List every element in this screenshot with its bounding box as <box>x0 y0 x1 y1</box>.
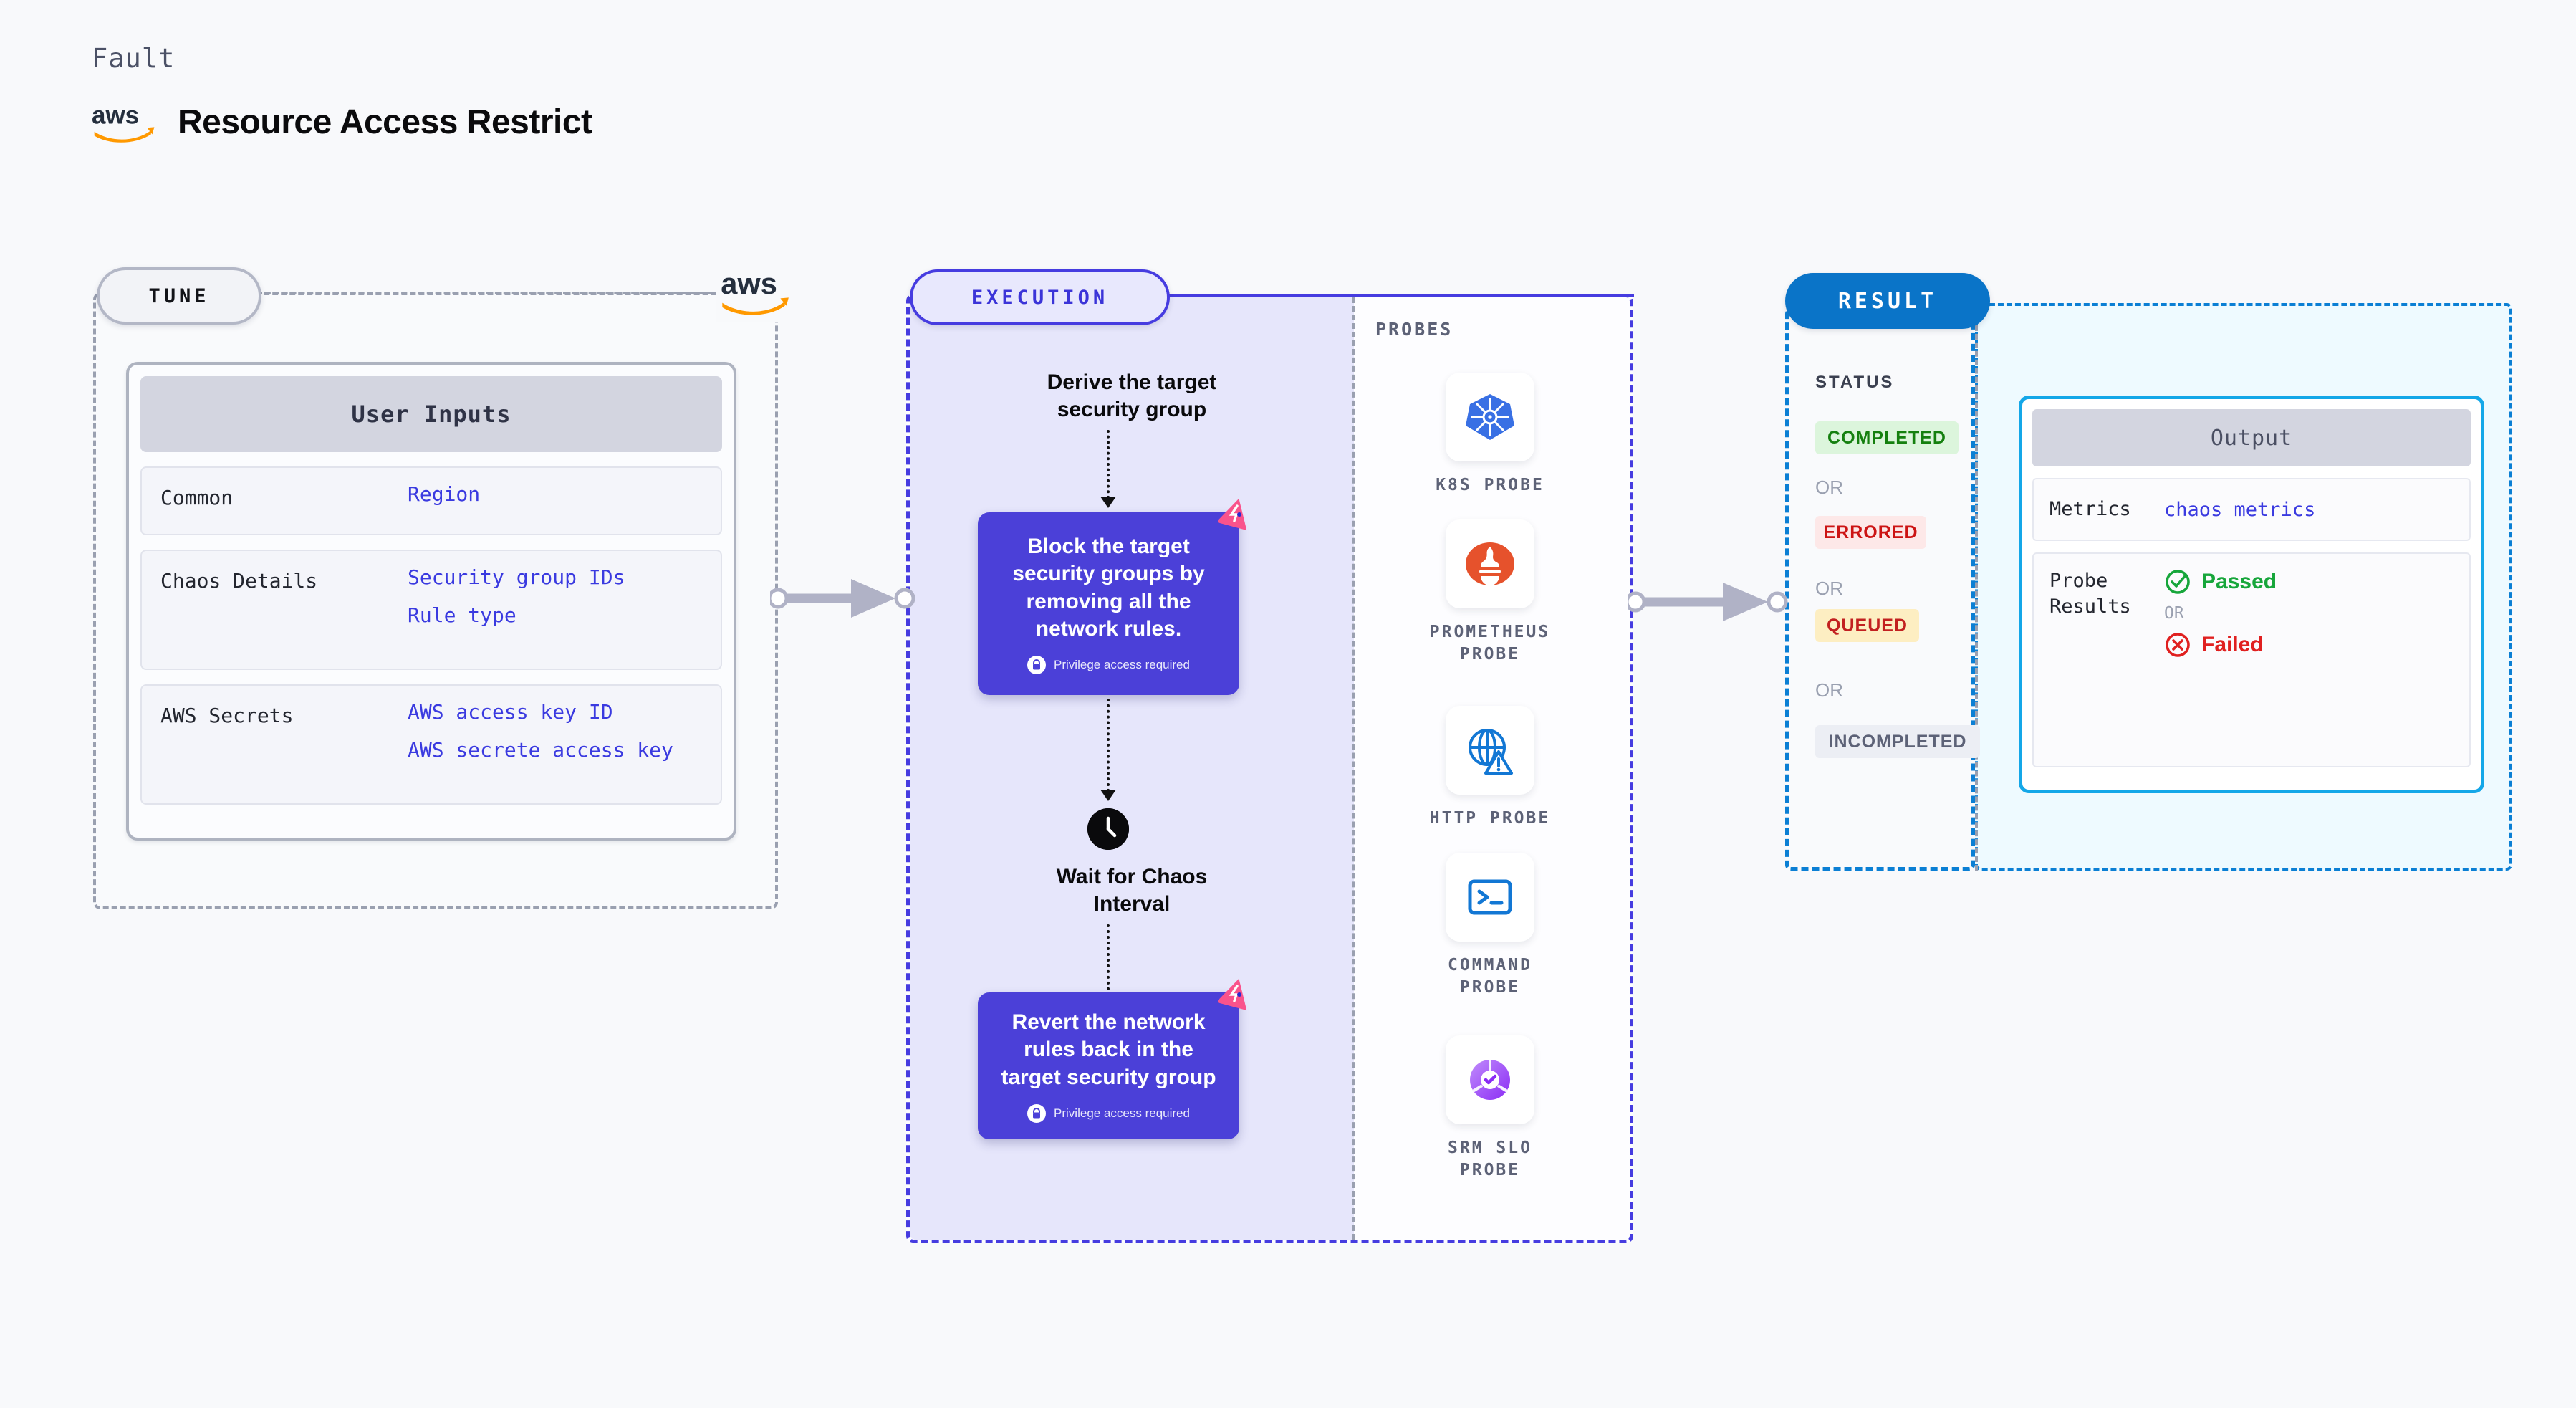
connector-tune-to-execution <box>767 573 917 627</box>
wait-for-chaos-label: Wait for Chaos Interval <box>1056 865 1208 916</box>
result-badge[interactable]: RESULT <box>1785 273 1990 329</box>
output-row-metrics: Metrics chaos metrics <box>2032 478 2471 541</box>
output-row-probe-results: Probe Results Passed OR Failed <box>2032 552 2471 767</box>
step-card-revert[interactable]: Revert the network rules back in the tar… <box>978 978 1247 1139</box>
user-inputs-card: User Inputs Common Region Chaos Details … <box>126 362 736 841</box>
or-separator: OR <box>1815 679 1843 701</box>
execution-top-dashed-line <box>1165 294 1634 297</box>
probe-label: PROMETHEUS PROBE <box>1429 623 1551 664</box>
probe-result-passed: Passed <box>2164 568 2277 595</box>
input-row-value[interactable]: Rule type <box>408 603 516 627</box>
input-row-key: Chaos Details <box>160 569 318 593</box>
privilege-row: Privilege access required <box>1027 1104 1190 1124</box>
user-inputs-title: User Inputs <box>140 376 722 452</box>
output-title: Output <box>2032 409 2471 466</box>
lock-icon <box>1027 656 1047 675</box>
probes-divider <box>1352 297 1355 1240</box>
status-badge-incompleted: INCOMPLETED <box>1815 725 1980 758</box>
probe-item-http[interactable]: HTTP PROBE <box>1404 706 1576 830</box>
lock-icon <box>1027 1104 1047 1124</box>
flow-line-3 <box>1107 924 1110 996</box>
result-status-region <box>1785 308 1975 871</box>
page-header: Fault aws Resource Access Restrict <box>92 43 592 143</box>
status-label: STATUS <box>1815 373 1895 392</box>
input-row-chaos-details: Chaos Details Security group IDs Rule ty… <box>140 550 722 670</box>
flow-arrowhead-2 <box>1100 790 1116 801</box>
flow-arrowhead-1 <box>1100 497 1116 508</box>
probe-result-failed: Failed <box>2164 631 2277 658</box>
passed-label: Passed <box>2201 570 2277 593</box>
output-row-key: Metrics <box>2049 497 2131 520</box>
clock-icon <box>1087 808 1129 850</box>
chaos-fault-badge-icon <box>1216 977 1252 1011</box>
or-separator: OR <box>2164 604 2184 623</box>
probe-label: K8S PROBE <box>1436 476 1544 494</box>
probe-label: HTTP PROBE <box>1429 809 1551 828</box>
prometheus-icon <box>1446 519 1534 608</box>
flow-line-2 <box>1107 699 1110 792</box>
or-separator: OR <box>1815 578 1843 599</box>
svg-text:aws: aws <box>92 102 139 130</box>
input-row-value[interactable]: Region <box>408 482 481 506</box>
output-row-value[interactable]: chaos metrics <box>2164 498 2316 521</box>
x-circle-icon <box>2166 633 2190 657</box>
fault-kicker: Fault <box>92 43 176 74</box>
execution-badge[interactable]: EXECUTION <box>910 269 1170 325</box>
input-row-aws-secrets: AWS Secrets AWS access key ID AWS secret… <box>140 684 722 805</box>
aws-logo-icon: aws <box>92 101 158 143</box>
privilege-row: Privilege access required <box>1027 656 1190 675</box>
input-row-key: AWS Secrets <box>160 704 294 727</box>
step-card-text: Block the target security groups by remo… <box>1012 534 1205 641</box>
probe-item-k8s[interactable]: K8S PROBE <box>1404 373 1576 497</box>
kubernetes-icon <box>1446 373 1534 461</box>
output-card: Output Metrics chaos metrics Probe Resul… <box>2019 396 2484 793</box>
srm-slo-icon <box>1446 1035 1534 1124</box>
page-title: Resource Access Restrict <box>178 102 592 141</box>
privilege-note: Privilege access required <box>1054 1106 1190 1121</box>
derive-target-step-label: Derive the target security group <box>1047 370 1217 422</box>
status-badge-queued: QUEUED <box>1815 609 1919 642</box>
input-row-value[interactable]: Security group IDs <box>408 565 625 589</box>
aws-logo-icon: aws <box>716 259 791 322</box>
input-row-common: Common Region <box>140 466 722 535</box>
step-card-text: Revert the network rules back in the tar… <box>1001 1010 1216 1089</box>
flow-line-1 <box>1107 430 1110 499</box>
failed-label: Failed <box>2201 633 2264 656</box>
privilege-note: Privilege access required <box>1054 658 1190 672</box>
status-badge-errored: ERRORED <box>1815 516 1926 549</box>
tune-badge[interactable]: TUNE <box>97 267 261 325</box>
status-badge-completed: COMPLETED <box>1815 421 1959 454</box>
output-row-key: Probe Results <box>2049 570 2131 618</box>
probe-label: SRM SLO PROBE <box>1448 1139 1532 1180</box>
svg-text:aws: aws <box>721 267 777 300</box>
probes-title: PROBES <box>1375 319 1453 340</box>
probe-item-srm-slo[interactable]: SRM SLO PROBE <box>1404 1035 1576 1182</box>
input-row-key: Common <box>160 486 234 509</box>
globe-warning-icon <box>1446 706 1534 795</box>
title-row: aws Resource Access Restrict <box>92 101 592 143</box>
check-circle-icon <box>2166 570 2190 594</box>
terminal-icon <box>1446 853 1534 942</box>
probe-item-prometheus[interactable]: PROMETHEUS PROBE <box>1404 519 1576 666</box>
probe-item-command[interactable]: COMMAND PROBE <box>1404 853 1576 999</box>
step-card-block[interactable]: Block the target security groups by remo… <box>978 498 1247 695</box>
tune-top-dashed-line <box>256 292 722 294</box>
input-row-value[interactable]: AWS access key ID <box>408 700 613 724</box>
probe-label: COMMAND PROBE <box>1448 956 1532 997</box>
result-divider <box>1975 308 1978 871</box>
chaos-fault-badge-icon <box>1216 497 1252 531</box>
connector-execution-to-result <box>1625 577 1799 631</box>
or-separator: OR <box>1815 476 1843 498</box>
input-row-value[interactable]: AWS secrete access key <box>408 737 673 762</box>
